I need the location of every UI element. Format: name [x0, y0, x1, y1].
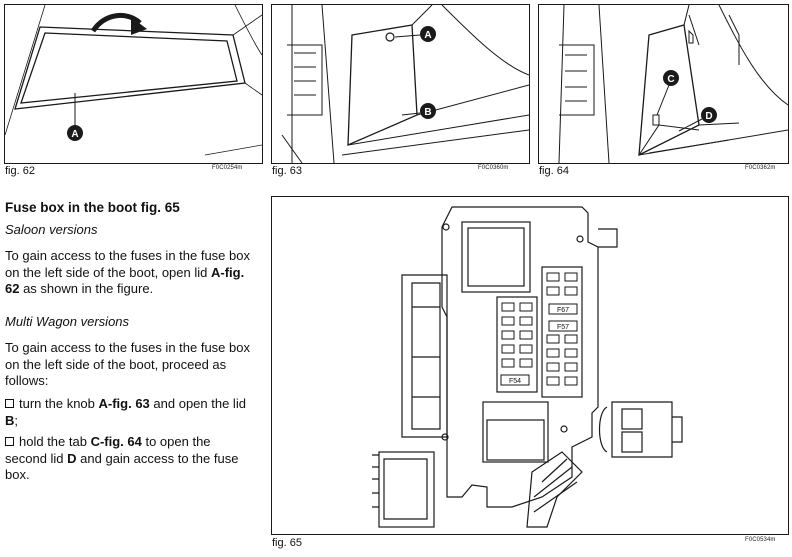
saloon-ref: A-fig. 62: [5, 264, 245, 297]
checkbox-icon: [5, 437, 14, 446]
fig64-caption: fig. 64: [539, 165, 569, 177]
section-heading: Fuse box in the boot fig. 65: [5, 200, 180, 215]
fuse-f57: [548, 320, 578, 332]
step1-lid: B: [5, 412, 15, 428]
fig63-callout-a: A: [424, 30, 431, 41]
figure-63: A B: [271, 4, 530, 164]
step-1: turn the knob A-fig. 63 and open the lid…: [5, 396, 255, 429]
fig62-caption: fig. 62: [5, 165, 35, 177]
step2-a: hold the tab: [19, 434, 91, 449]
fuse-f67: [548, 303, 578, 315]
step2-ref: C-fig. 64: [90, 434, 142, 449]
step1-a: turn the knob: [19, 396, 99, 411]
step2-c: and gain access to the fuse box.: [5, 450, 239, 483]
fig64-callout-c: C: [667, 74, 674, 85]
saloon-title: Saloon versions: [5, 222, 98, 237]
step1-b: and open the lid: [149, 396, 246, 411]
fig63-illustration: A B: [281, 5, 529, 163]
fig65-caption: fig. 65: [272, 537, 302, 549]
figure-62: A: [4, 4, 263, 164]
fuse-box-diagram: F67 F57 F54: [372, 206, 683, 528]
saloon-body-1: To gain access to the fuses in the fuse …: [5, 248, 250, 280]
fig64-callout-d: D: [705, 111, 712, 122]
fig65-code: F0C0534m: [745, 537, 776, 543]
fig64-code: F0C0362m: [745, 165, 776, 171]
fig62-illustration: A: [5, 5, 262, 156]
fig62-callout-a: A: [71, 129, 78, 140]
step1-c: ;: [14, 412, 19, 428]
tab-c-icon: [652, 114, 660, 126]
checkbox-icon: [5, 399, 14, 408]
rotate-arrow-icon: [131, 17, 147, 35]
step2-lid: D: [67, 450, 77, 466]
fig63-callout-b: B: [424, 107, 431, 118]
knob-icon: [385, 32, 395, 42]
fuse-label-f67: F67: [557, 307, 569, 314]
fuse-f54: [500, 374, 530, 386]
step1-ref: A-fig. 63: [98, 396, 150, 411]
step-2: hold the tab C-fig. 64 to open the secon…: [5, 434, 255, 484]
fuse-label-f54: F54: [509, 378, 521, 385]
figure-64: C D: [538, 4, 789, 164]
fig64-illustration: C D: [558, 5, 788, 163]
wagon-paragraph: To gain access to the fuses in the fuse …: [5, 340, 250, 388]
saloon-body-2: as shown in the figure.: [19, 281, 154, 296]
fuse-label-f57: F57: [557, 324, 569, 331]
fig63-code: F0C0360m: [478, 165, 509, 171]
figure-65: F67 F57 F54: [271, 196, 789, 535]
fig62-code: F0C0254m: [212, 165, 243, 171]
fig63-caption: fig. 63: [272, 165, 302, 177]
step2-b: to open the second lid: [5, 434, 211, 466]
wagon-title: Multi Wagon versions: [5, 314, 130, 329]
saloon-paragraph: To gain access to the fuses in the fuse …: [5, 248, 255, 298]
